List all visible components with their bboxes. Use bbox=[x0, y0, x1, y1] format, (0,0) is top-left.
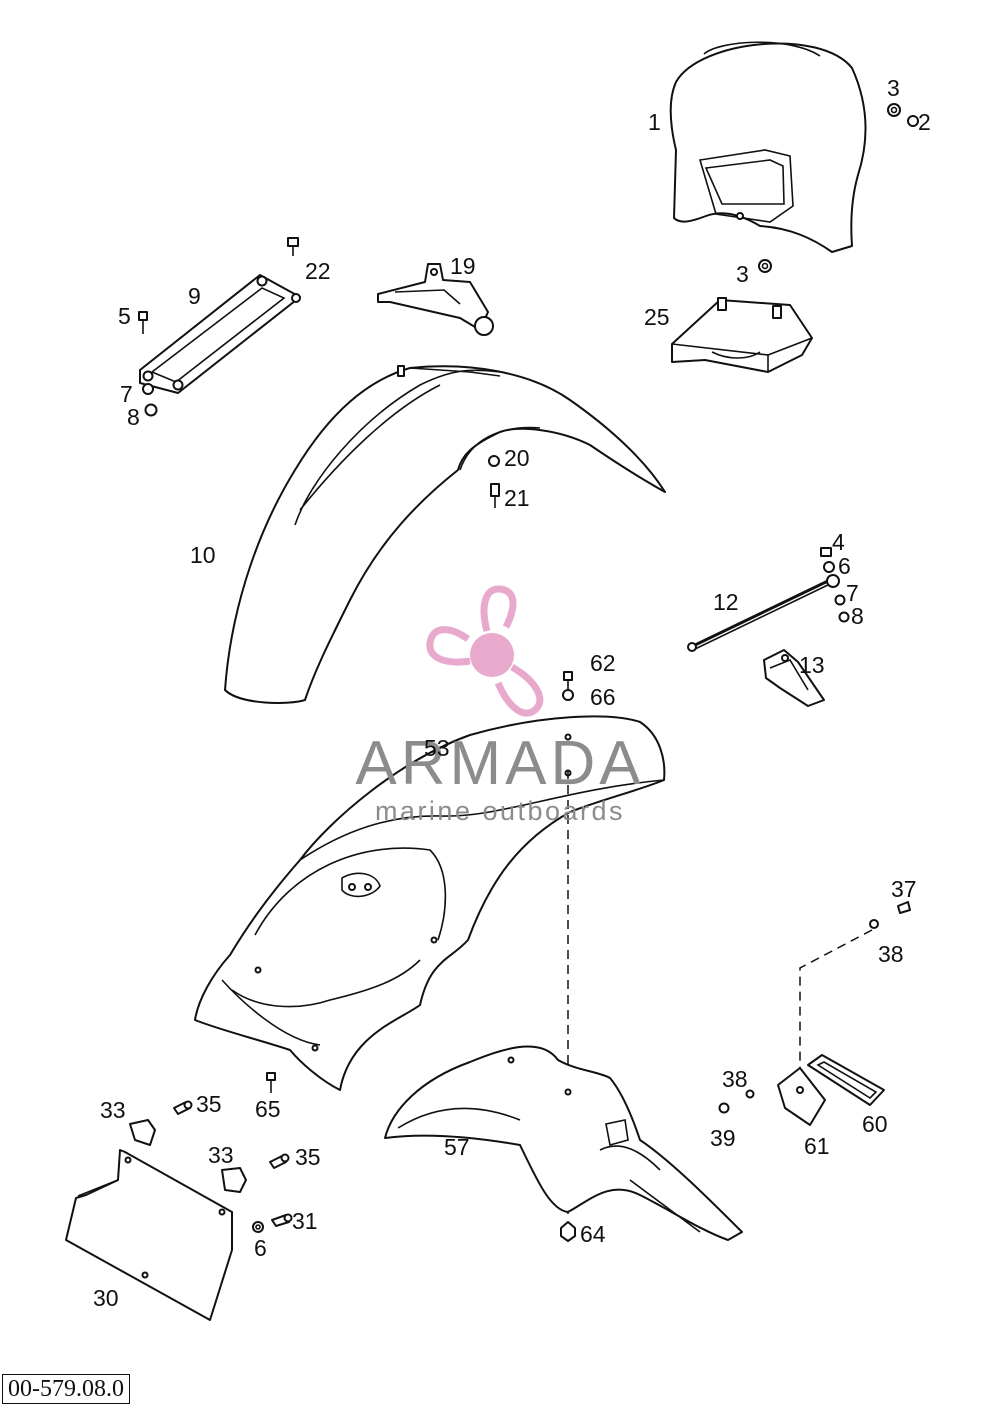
callout-labels: 1 2 3 3 4 5 6 6 7 7 8 8 9 10 12 13 19 20… bbox=[93, 75, 931, 1311]
front-fender-part bbox=[224, 365, 666, 704]
callout-label: 21 bbox=[504, 485, 530, 511]
callout-label: 35 bbox=[295, 1144, 321, 1170]
callout-label: 8 bbox=[851, 603, 864, 629]
clip-part bbox=[129, 1119, 247, 1193]
callout-label: 62 bbox=[590, 650, 616, 676]
headlight-unit-part bbox=[671, 297, 813, 373]
screw-part bbox=[173, 1100, 293, 1233]
rear-fender-part bbox=[194, 671, 666, 1093]
callout-label: 25 bbox=[644, 304, 670, 330]
watermark-title: ARMADA bbox=[355, 729, 644, 798]
watermark-subtitle: marine outboards bbox=[375, 796, 625, 826]
drawing-code: 00-579.08.0 bbox=[2, 1374, 130, 1404]
callout-label: 6 bbox=[838, 553, 851, 579]
callout-label: 12 bbox=[713, 589, 739, 615]
callout-label: 7 bbox=[846, 580, 859, 606]
mudflap-part bbox=[384, 1045, 743, 1242]
callout-label: 4 bbox=[832, 529, 845, 555]
callout-label: 57 bbox=[444, 1134, 470, 1160]
headlight-mask-part bbox=[669, 41, 867, 253]
plate-holder-part bbox=[65, 1149, 233, 1321]
callout-label: 33 bbox=[100, 1097, 126, 1123]
callout-label: 19 bbox=[450, 253, 476, 279]
callout-label: 13 bbox=[799, 652, 825, 678]
callout-label: 3 bbox=[736, 261, 749, 287]
callout-label: 20 bbox=[504, 445, 530, 471]
callout-label: 8 bbox=[127, 404, 140, 430]
callout-label: 10 bbox=[190, 542, 216, 568]
callout-label: 33 bbox=[208, 1142, 234, 1168]
callout-label: 7 bbox=[120, 381, 133, 407]
callout-label: 38 bbox=[878, 941, 904, 967]
callout-label: 37 bbox=[891, 876, 917, 902]
propeller-logo-icon bbox=[426, 585, 544, 717]
callout-label: 5 bbox=[118, 303, 131, 329]
callout-label: 35 bbox=[196, 1091, 222, 1117]
grommet-part bbox=[758, 103, 919, 273]
callout-label: 38 bbox=[722, 1066, 748, 1092]
bracket-part bbox=[377, 263, 494, 336]
callout-label: 64 bbox=[580, 1221, 606, 1247]
fender-bracket-part bbox=[138, 237, 301, 417]
callout-label: 30 bbox=[93, 1285, 119, 1311]
cable-part bbox=[687, 547, 850, 652]
callout-label: 22 bbox=[305, 258, 331, 284]
callout-label: 6 bbox=[254, 1235, 267, 1261]
callout-label: 2 bbox=[918, 109, 931, 135]
callout-label: 9 bbox=[188, 283, 201, 309]
callout-label: 3 bbox=[887, 75, 900, 101]
callout-label: 39 bbox=[710, 1125, 736, 1151]
callout-label: 65 bbox=[255, 1096, 281, 1122]
cable-holder-part bbox=[763, 649, 825, 707]
armada-watermark: ARMADA marine outboards bbox=[355, 585, 644, 826]
callout-label: 66 bbox=[590, 684, 616, 710]
callout-label: 60 bbox=[862, 1111, 888, 1137]
callout-label: 61 bbox=[804, 1133, 830, 1159]
reflector-bracket-part bbox=[718, 901, 911, 1126]
callout-label: 31 bbox=[292, 1208, 318, 1234]
callout-label: 1 bbox=[648, 109, 661, 135]
callout-label: 53 bbox=[424, 735, 450, 761]
